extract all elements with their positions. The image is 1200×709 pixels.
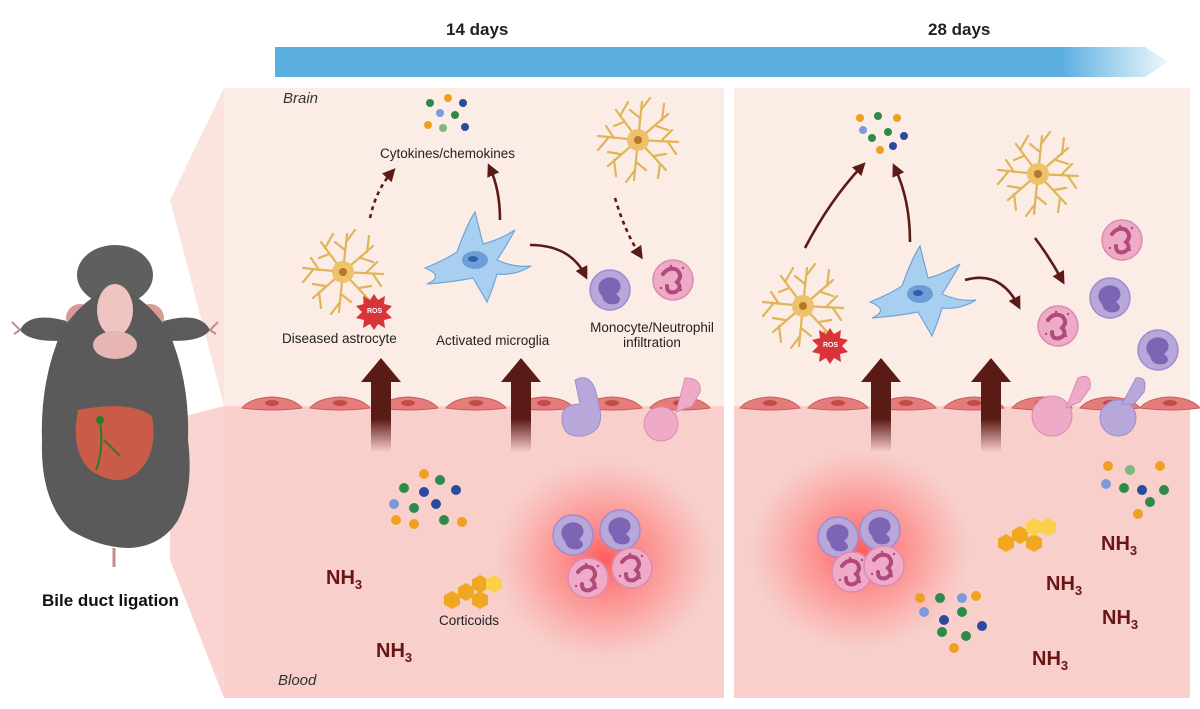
barrier-arrows-28 (861, 358, 1011, 452)
timeline-label-28: 28 days (928, 20, 991, 39)
timeline-label-14: 14 days (446, 20, 509, 39)
cytokines-label: Cytokines/chemokines (380, 146, 516, 161)
transmigrating-monocyte-14 (561, 377, 602, 437)
ros-label-14: ROS (367, 308, 383, 315)
nh3-base: NH (1032, 648, 1061, 670)
cytokine-cluster-28-blood-a (1101, 461, 1169, 519)
cytokine-cluster-14-top (424, 94, 469, 132)
infiltration-label: Monocyte/Neutrophil infiltration (582, 320, 722, 350)
arrows-28 (803, 162, 1065, 310)
corticoids-label: Corticoids (439, 613, 500, 628)
nh3-sub: 3 (1130, 617, 1139, 632)
timeline-arrow (275, 47, 1168, 77)
nh3-label-28a: NH3 (1101, 533, 1137, 558)
bile-duct-ligation-label: Bile duct ligation (42, 591, 179, 610)
nh3-label-28b: NH3 (1046, 573, 1082, 598)
nh3-sub: 3 (1060, 658, 1069, 673)
nh3-label-28d: NH3 (1032, 648, 1068, 673)
nh3-base: NH (326, 567, 355, 589)
diseased-astrocyte-label: Diseased astrocyte (282, 331, 397, 346)
infiltration-label-line2: infiltration (623, 335, 681, 350)
neutrophil-14 (651, 258, 695, 302)
inflammation-glow-28 (750, 450, 970, 650)
nh3-label-14a: NH3 (326, 567, 362, 592)
cytokine-cluster-14-blood (389, 469, 467, 529)
nh3-base: NH (1101, 533, 1130, 555)
inflammation-glow-14 (495, 460, 715, 660)
nh3-sub: 3 (404, 650, 413, 665)
nh3-sub: 3 (1074, 583, 1083, 598)
ros-star-28 (812, 328, 848, 364)
transmigrating-cells-28 (1031, 375, 1146, 437)
ros-star-14 (356, 294, 392, 330)
monocyte-14 (589, 269, 631, 311)
nh3-label-28c: NH3 (1102, 607, 1138, 632)
nh3-base: NH (1046, 573, 1075, 595)
ros-label-28: ROS (823, 342, 839, 349)
cytokine-cluster-28-blood-b (915, 591, 987, 653)
region-label-blood: Blood (278, 672, 317, 689)
nh3-base: NH (376, 640, 405, 662)
nh3-label-14b: NH3 (376, 640, 412, 665)
region-label-brain: Brain (283, 90, 319, 107)
brain-zoom-cone (170, 88, 224, 406)
activated-microglia-label: Activated microglia (436, 333, 550, 348)
cytokine-cluster-28-top (856, 112, 908, 154)
nh3-sub: 3 (1129, 543, 1138, 558)
transmigrating-neutrophil-14 (643, 377, 701, 442)
neutrophil-28-a (1100, 218, 1144, 262)
arrows-14 (368, 163, 643, 280)
monocyte-28-b (1137, 329, 1179, 371)
nh3-base: NH (1102, 607, 1131, 629)
nh3-sub: 3 (354, 577, 363, 592)
mouse-illustration (11, 245, 219, 567)
infiltration-label-line1: Monocyte/Neutrophil (590, 320, 714, 335)
monocyte-28-a (1089, 277, 1131, 319)
neutrophil-28-b (1036, 304, 1080, 348)
barrier-arrows-14 (361, 358, 541, 452)
